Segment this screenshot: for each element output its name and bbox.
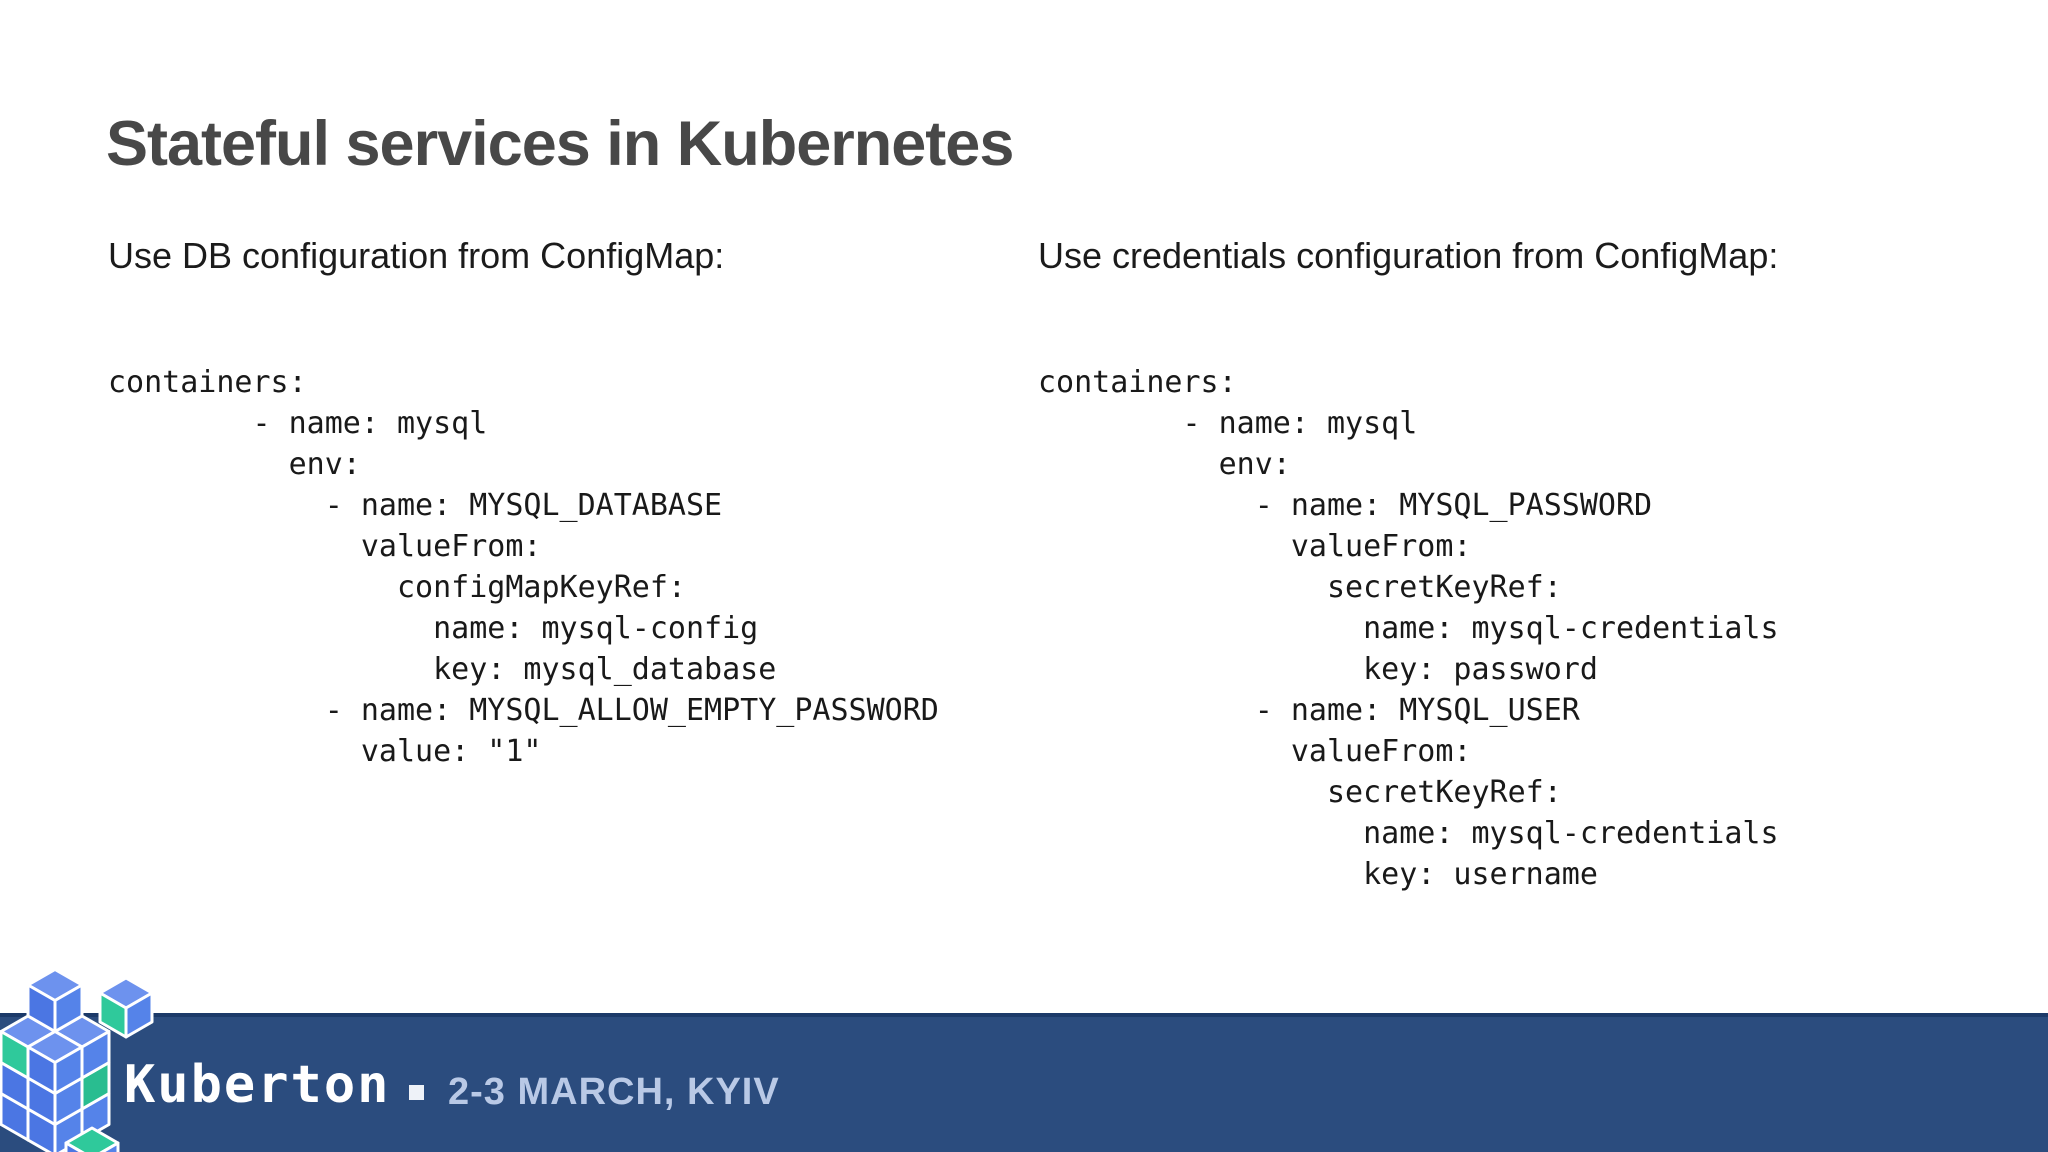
square-bullet-icon: [409, 1085, 424, 1100]
kuberton-cubes-logo: [0, 968, 154, 1152]
column-heading-db: Use DB configuration from ConfigMap:: [108, 235, 725, 276]
column-db-config: Use DB configuration from ConfigMap: con…: [108, 234, 939, 772]
yaml-code-block-credentials: containers: - name: mysql env: - name: M…: [1038, 365, 1779, 892]
column-credentials-config: Use credentials configuration from Confi…: [1038, 234, 1779, 895]
footer-bar: Kuberton 2-3 MARCH, KYIV: [0, 1013, 2048, 1152]
event-date-location: 2-3 MARCH, KYIV: [448, 1071, 780, 1113]
column-heading-credentials: Use credentials configuration from Confi…: [1038, 235, 1779, 276]
slide-title: Stateful services in Kubernetes: [106, 109, 1014, 179]
yaml-code-block-db: containers: - name: mysql env: - name: M…: [108, 365, 939, 769]
brand-name: Kuberton: [124, 1055, 391, 1115]
